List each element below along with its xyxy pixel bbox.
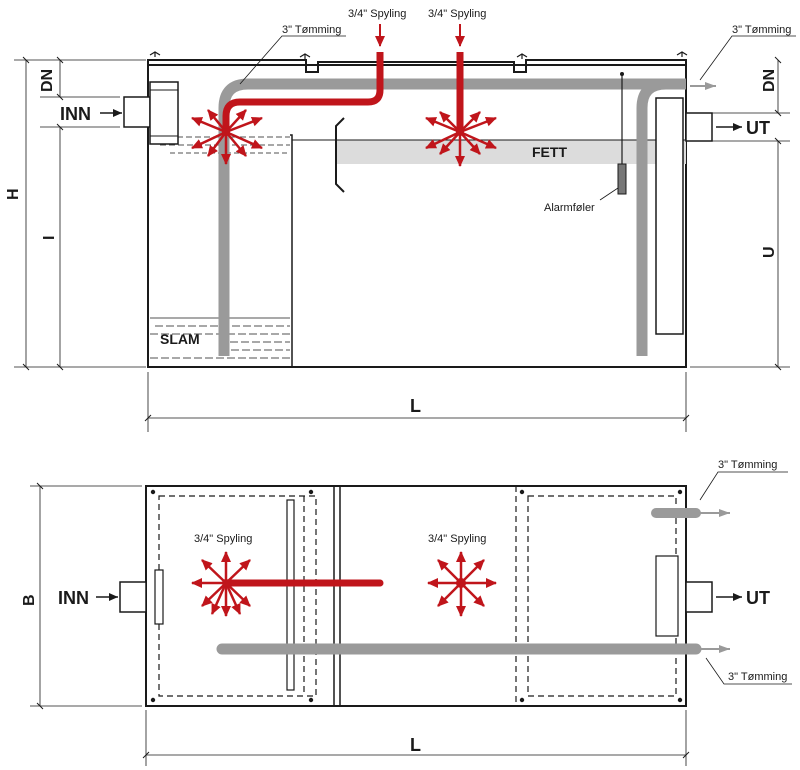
tomming-label-top: 3" Tømming xyxy=(718,459,777,471)
deflector-plate xyxy=(335,117,345,193)
bolt-icon xyxy=(150,489,683,703)
dim-dn-right: DN xyxy=(761,69,778,92)
dim-u: U xyxy=(761,246,778,258)
spray-nozzle-top-left xyxy=(191,551,251,617)
inlet-pipe-top xyxy=(119,581,147,613)
tomming-label-side-left: 3" Tømming xyxy=(282,24,341,36)
outlet-baffle-top xyxy=(655,555,679,637)
fett-label: FETT xyxy=(532,144,567,160)
tomming-label-side-right: 3" Tømming xyxy=(732,24,791,36)
tomming-label-bottom: 3" Tømming xyxy=(728,671,787,683)
sludge-chamber-wall xyxy=(290,134,293,367)
ut-label-top: UT xyxy=(746,588,770,608)
slam-label: SLAM xyxy=(160,331,200,347)
outlet-pipe-side xyxy=(685,112,713,142)
ut-label-side: UT xyxy=(746,118,770,138)
outlet-baffle xyxy=(655,97,684,335)
inlet-collar xyxy=(149,81,179,145)
spray-pipe-left xyxy=(222,52,384,132)
inn-label-side: INN xyxy=(60,104,91,124)
drain-pipe-right xyxy=(636,78,686,356)
lid-screw-icon xyxy=(149,51,688,59)
dim-l-top: L xyxy=(410,735,421,755)
spyling-label-2: 3/4" Spyling xyxy=(428,8,486,20)
spyling-label-top-2: 3/4" Spyling xyxy=(428,533,486,545)
top-dimension-lines xyxy=(30,482,690,766)
dim-l-side: L xyxy=(410,396,421,416)
top-tank-outline xyxy=(145,485,687,707)
dim-dn-left: DN xyxy=(39,69,56,92)
alarm-sensor-icon xyxy=(617,72,627,195)
top-dashed-compartments xyxy=(158,486,677,706)
spray-nozzle-left xyxy=(191,109,263,165)
top-view: 3/4" Spyling 3/4" Spyling 3" Tømming 3" … xyxy=(21,459,792,766)
outlet-pipe-top xyxy=(685,581,713,613)
side-dimension-lines xyxy=(14,56,790,432)
dim-i: I xyxy=(41,236,58,240)
dim-h: H xyxy=(5,188,22,200)
alarm-label: Alarmføler xyxy=(544,202,595,214)
inlet-pipe-side xyxy=(123,96,151,128)
spray-nozzle-right xyxy=(425,111,497,167)
inlet-deflector-top xyxy=(154,569,164,625)
top-inner-baffle xyxy=(286,499,295,691)
inn-label-top: INN xyxy=(58,588,89,608)
dim-b: B xyxy=(21,594,38,606)
side-view: SLAM xyxy=(5,8,796,432)
spyling-label-top-1: 3/4" Spyling xyxy=(194,533,252,545)
fat-layer-band xyxy=(336,140,686,164)
spyling-label-1: 3/4" Spyling xyxy=(348,8,406,20)
side-lid-manholes xyxy=(147,59,687,73)
spray-nozzle-top-right xyxy=(427,551,497,617)
